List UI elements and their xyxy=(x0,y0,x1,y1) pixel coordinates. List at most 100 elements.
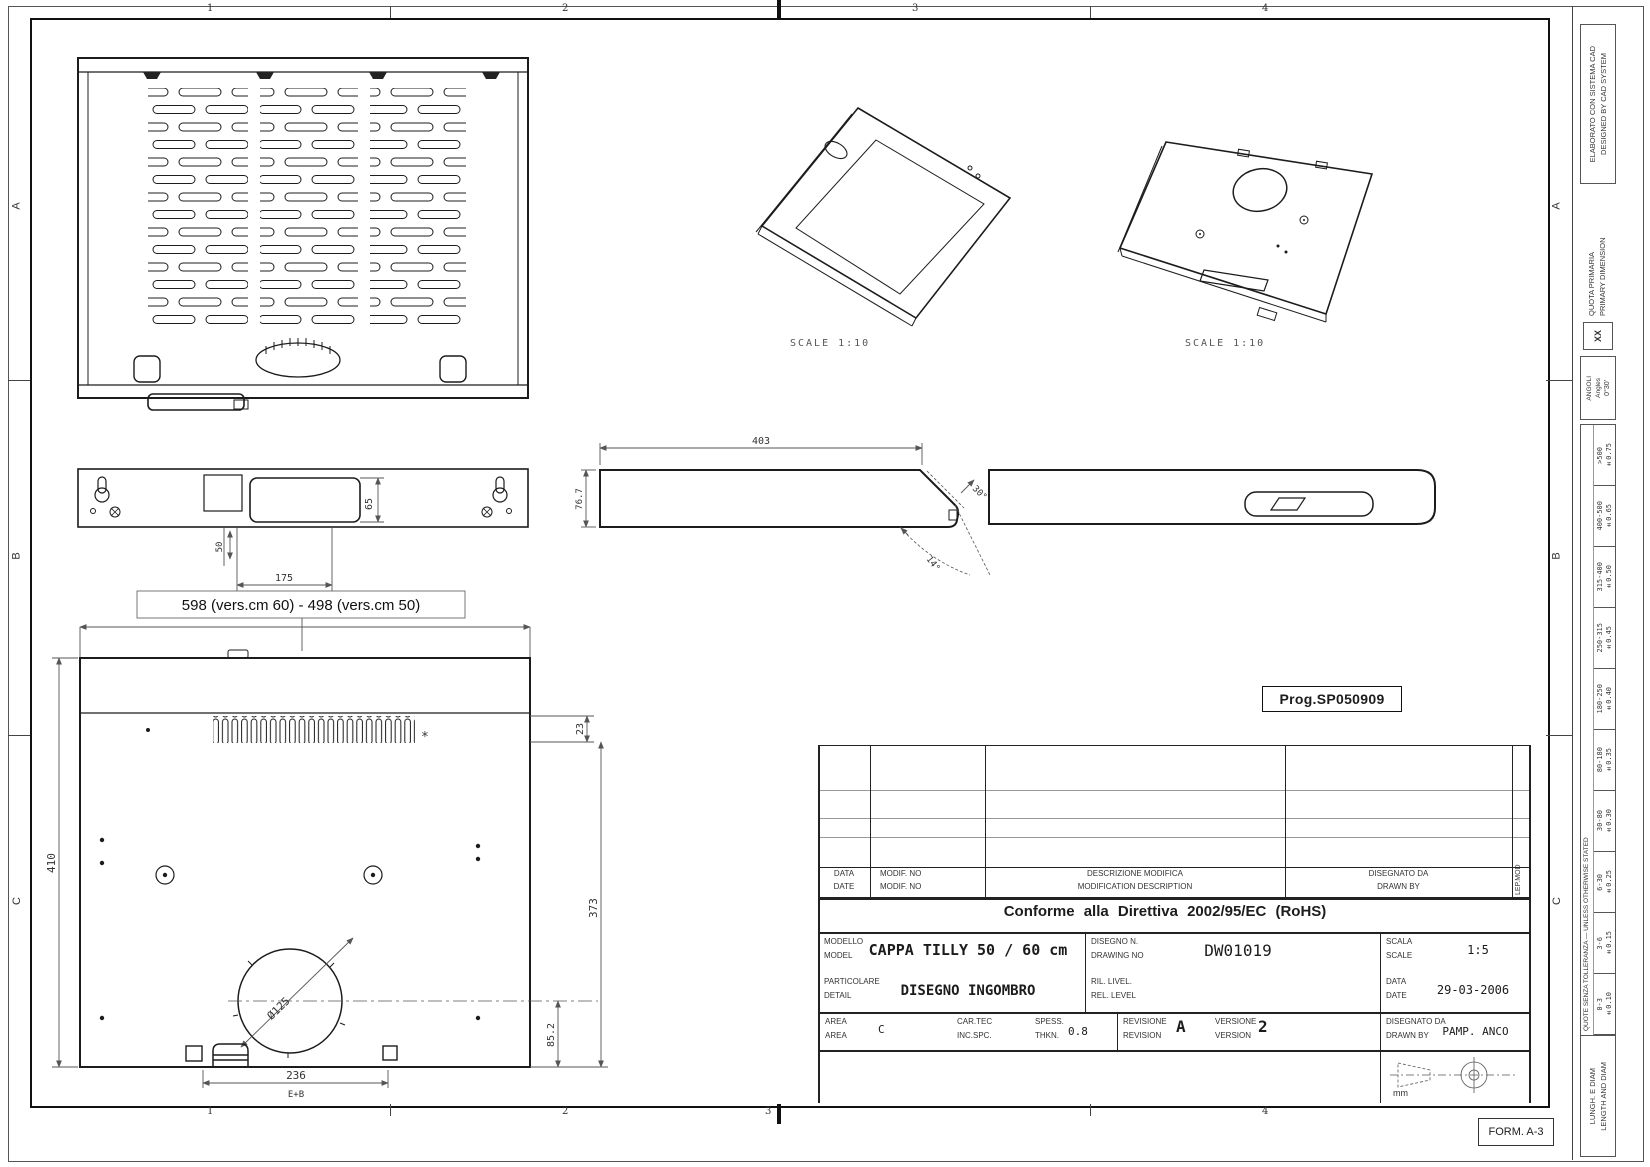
tolerance-row: 0-3±0.10 xyxy=(1593,974,1615,1035)
dim-angle-bottom: 14° xyxy=(924,555,942,574)
dim-bottom-width: 236 xyxy=(286,1069,306,1082)
dim-box-height: 65 xyxy=(364,498,375,510)
length-diam-it: LUNGH. E DIAM xyxy=(1588,1067,1597,1125)
drawnby-label-it: DISEGNATO DA xyxy=(1386,1017,1446,1026)
prog-number: Prog.SP050909 xyxy=(1279,691,1385,707)
tick xyxy=(1546,380,1572,381)
tolerance-value: ±0.40 xyxy=(1604,686,1613,712)
rear-panel-view: 65 50 175 xyxy=(77,468,529,591)
dim-hole-dia: Ø125 xyxy=(265,995,293,1023)
tolerance-caption: QUOTE SENZA TOLLERANZA — UNLESS OTHERWIS… xyxy=(1581,425,1594,1035)
dim-rear-offset: 50 xyxy=(215,542,225,553)
cartec-label-en: INC.SPC. xyxy=(957,1031,992,1040)
modello-label-en: MODEL xyxy=(824,951,853,960)
dim-rear-width: 175 xyxy=(275,573,293,584)
tolerance-row: 6-30±0.25 xyxy=(1593,852,1615,913)
scale-value: 1:5 xyxy=(1467,943,1489,957)
versione-label-it: VERSIONE xyxy=(1215,1017,1257,1026)
rev-col-data-it: DATA xyxy=(833,869,855,878)
prog-number-box: Prog.SP050909 xyxy=(1262,686,1402,712)
margin-divider xyxy=(1572,6,1573,1160)
sheet-border xyxy=(8,6,1644,1162)
tolerance-row: >500±0.75 xyxy=(1593,425,1615,486)
tolerance-range: 80-180 xyxy=(1595,747,1604,773)
title-block: DATA DATE MODIF. NO MODIF. NO DESCRIZION… xyxy=(818,745,1531,1103)
scala-label-en: SCALE xyxy=(1386,951,1413,960)
tolerance-value: ±0.10 xyxy=(1604,991,1613,1017)
tick xyxy=(8,735,30,736)
tolerance-range: 3-6 xyxy=(1595,936,1604,950)
zone-label-top: 4 xyxy=(1262,3,1269,14)
tolerance-row: 315-400±0.50 xyxy=(1593,547,1615,608)
modello-label-it: MODELLO xyxy=(824,937,864,946)
tolerance-row: 3-6±0.15 xyxy=(1593,913,1615,974)
cad-note-box: ELABORATO CON SISTEMA CAD DESIGNED BY CA… xyxy=(1580,24,1616,184)
conformity-statement: Conforme alla Direttiva 2002/95/EC (RoHS… xyxy=(1003,903,1327,920)
date-value: 29-03-2006 xyxy=(1436,983,1510,997)
cad-note-it: ELABORATO CON SISTEMA CAD xyxy=(1588,45,1597,163)
particolare-label-en: DETAIL xyxy=(824,991,852,1000)
datum-star: * xyxy=(421,730,429,745)
tolerance-row: 180-250±0.40 xyxy=(1593,669,1615,730)
tick xyxy=(8,380,30,381)
primary-mark: XX xyxy=(1593,329,1603,342)
angles-value: 0°30' xyxy=(1603,380,1611,396)
tolerance-row: 30-80±0.30 xyxy=(1593,791,1615,852)
dim-height: 76.7 xyxy=(575,488,585,510)
dim-slot-band: 23 xyxy=(575,723,586,735)
rev-col-data-en: DATE xyxy=(833,882,855,891)
tolerance-range: >500 xyxy=(1595,446,1604,464)
model-value: CAPPA TILLY 50 / 60 cm xyxy=(868,941,1068,959)
detail-value: DISEGNO INGOMBRO xyxy=(900,983,1036,999)
zone-label-top: 3 xyxy=(912,3,919,14)
tolerance-range: 30-80 xyxy=(1595,810,1604,832)
zone-label-bottom: 3 xyxy=(765,1106,772,1117)
dim-outlet-offset: 85.2 xyxy=(546,1023,557,1047)
tolerance-row: 80-180±0.35 xyxy=(1593,730,1615,791)
iso-view-1 xyxy=(755,106,1012,327)
primary-dim-en: PRIMARY DIMENSION xyxy=(1598,237,1607,317)
tolerance-value: ±0.15 xyxy=(1604,930,1613,956)
rev-col-drawn-it: DISEGNATO DA xyxy=(1368,869,1429,878)
tick xyxy=(777,0,781,18)
rev-col-desc-en: MODIFICATION DESCRIPTION xyxy=(1077,882,1193,891)
length-diam-box: LUNGH. E DIAM LENGTH AND DIAM xyxy=(1580,1036,1616,1157)
drawing-number: DW01019 xyxy=(1204,941,1272,960)
zone-label-bottom: 2 xyxy=(562,1106,569,1117)
dim-depth: 403 xyxy=(752,436,770,447)
zone-label-top: 2 xyxy=(562,3,569,14)
iso2-scale-label: SCALE 1:10 xyxy=(1185,338,1266,349)
area-label-it: AREA xyxy=(825,1017,847,1026)
row-letter-right: B xyxy=(1550,552,1563,560)
spess-value: 0.8 xyxy=(1068,1025,1088,1038)
tolerance-range: 0-3 xyxy=(1595,997,1604,1011)
tolerance-row: 250-315±0.45 xyxy=(1593,608,1615,669)
iso-view-2 xyxy=(1117,141,1374,323)
revision-value: A xyxy=(1176,1017,1186,1036)
tick xyxy=(1546,735,1572,736)
tolerance-value: ±0.30 xyxy=(1604,808,1613,834)
tolerance-value: ±0.35 xyxy=(1604,747,1613,773)
projection-symbol xyxy=(1390,1057,1516,1093)
tolerance-value: ±0.45 xyxy=(1604,625,1613,651)
version-value: 2 xyxy=(1258,1017,1268,1036)
tolerance-range: 250-315 xyxy=(1595,623,1604,653)
ril-label-en: REL. LEVEL xyxy=(1091,991,1136,1000)
dim-bottom-note: E+B xyxy=(288,1090,304,1100)
zone-label-top: 1 xyxy=(207,3,214,14)
ril-label-it: RIL. LIVEL. xyxy=(1091,977,1132,986)
primary-dim-note: QUOTA PRIMARIA PRIMARY DIMENSION xyxy=(1580,198,1614,317)
tick xyxy=(1090,6,1091,18)
area-label-en: AREA xyxy=(825,1031,847,1040)
primary-mark-box: XX xyxy=(1583,322,1613,350)
tolerance-value: ±0.50 xyxy=(1604,564,1613,590)
primary-dim-it: QUOTA PRIMARIA xyxy=(1587,251,1596,316)
side-view-2 xyxy=(988,469,1436,525)
rev-col-desc-it: DESCRIZIONE MODIFICA xyxy=(1086,869,1183,878)
rev-col-drawn-en: DRAWN BY xyxy=(1377,882,1420,891)
tick xyxy=(777,1104,781,1124)
tolerance-value: ±0.75 xyxy=(1604,442,1613,468)
tick xyxy=(390,6,391,18)
tolerance-range: 180-250 xyxy=(1595,684,1604,714)
